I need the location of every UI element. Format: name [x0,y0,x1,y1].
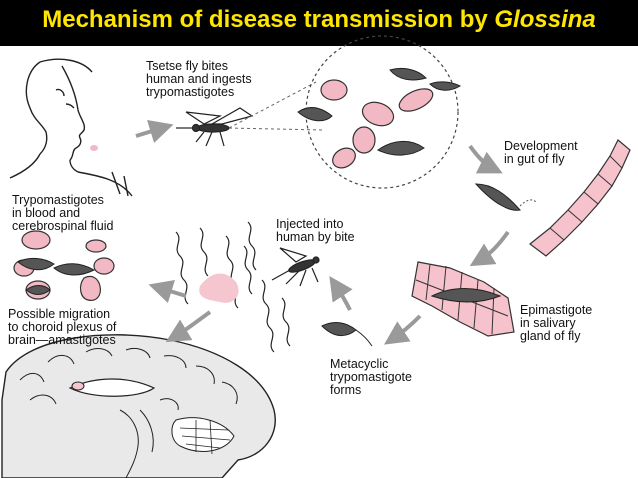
label-epimastigote: Epimastigote in salivary gland of fly [520,303,593,343]
title-bar: Mechanism of disease transmission by Glo… [0,0,638,46]
label-trypomastigotes-blood: Trypomastigotes in blood and cerebrospin… [12,193,114,233]
label-injected: Injected into human by bite [276,217,355,244]
metacyclic-parasite [321,322,373,347]
slide-title: Mechanism of disease transmission by Glo… [0,6,638,34]
fly-gut-cells [474,139,631,257]
brain-section [1,334,276,478]
salivary-gland-cells [411,261,515,337]
tsetse-fly-top [176,107,254,147]
magnified-blood-circle [228,35,462,189]
label-migration: Possible migration to choroid plexus of … [8,307,117,347]
label-development: Development in gut of fly [504,139,578,166]
title-main: Mechanism of disease transmission by [42,6,495,33]
title-italic: Glossina [494,6,596,33]
injection-site [175,221,320,353]
label-fly-bites: Tsetse fly bites human and ingests trypo… [146,59,252,99]
bite-mark [90,145,98,151]
human-figure [9,58,133,197]
label-metacyclic: Metacyclic trypomastigote forms [330,357,412,397]
blood-trypomastigotes [13,230,115,301]
cycle-arrows [135,120,510,345]
